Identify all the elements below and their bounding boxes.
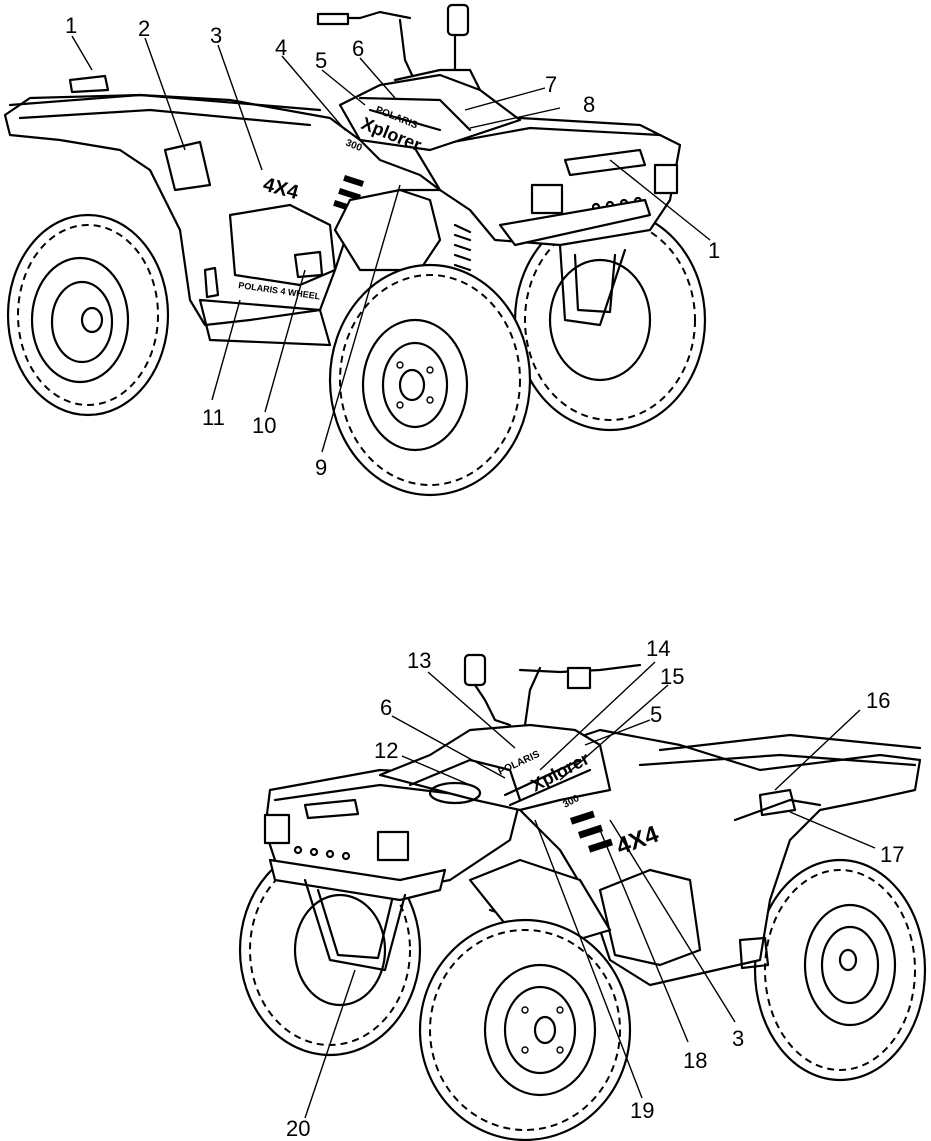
front-fender-top xyxy=(408,116,682,327)
callout-17: 17 xyxy=(880,842,904,867)
callout-12: 12 xyxy=(374,738,398,763)
callout-18: 18 xyxy=(683,1048,707,1073)
callout-20: 20 xyxy=(286,1116,310,1141)
atv-top-view: 4X4 POLARIS 4 WHEEL xyxy=(3,3,720,497)
atv-body-top: 4X4 POLARIS 4 WHEEL xyxy=(3,74,442,347)
callout-1-rack-top: 1 xyxy=(65,13,77,38)
callout-9: 9 xyxy=(315,455,327,480)
atv-bottom-view: 4X4 POLARIS Xplo xyxy=(238,636,927,1141)
handlebar-bottom xyxy=(463,653,642,727)
callout-8: 8 xyxy=(583,92,595,117)
callout-2: 2 xyxy=(138,16,150,41)
seat-tank-bottom: POLARIS Xplorer 300 xyxy=(378,723,612,812)
callout-15: 15 xyxy=(660,664,684,689)
callout-10: 10 xyxy=(252,413,276,438)
callout-5: 5 xyxy=(315,48,327,73)
handlebar-top xyxy=(316,3,482,92)
callout-19: 19 xyxy=(630,1098,654,1123)
callout-1-rack-front: 1 xyxy=(708,238,720,263)
callout-4: 4 xyxy=(275,35,287,60)
callout-3: 3 xyxy=(210,23,222,48)
front-near-wheel-top xyxy=(328,188,532,497)
callout-7: 7 xyxy=(545,72,557,97)
callout-5-bottom: 5 xyxy=(650,702,662,727)
callout-6-bottom: 6 xyxy=(380,695,392,720)
callout-3-bottom: 3 xyxy=(732,1026,744,1051)
callout-14: 14 xyxy=(646,636,670,661)
front-fender-bottom xyxy=(263,768,522,972)
rear-right-wheel xyxy=(753,858,927,1082)
callout-6: 6 xyxy=(352,36,364,61)
leaders-bottom xyxy=(304,661,876,1119)
rear-left-wheel xyxy=(6,213,170,417)
callout-13: 13 xyxy=(407,648,431,673)
atv-body-bottom: 4X4 xyxy=(508,728,922,987)
callout-16: 16 xyxy=(866,688,890,713)
leaders-top xyxy=(71,35,711,453)
front-near-wheel-bottom xyxy=(418,858,632,1141)
callout-11: 11 xyxy=(202,405,225,430)
